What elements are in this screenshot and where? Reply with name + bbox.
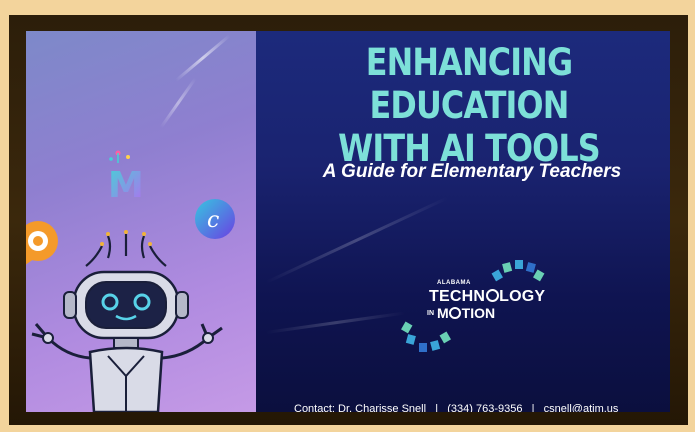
- logo-swoosh-top-icon: [491, 260, 545, 282]
- slide-title: ENHANCING EDUCATION WITH AI TOOLS: [301, 41, 636, 170]
- robot-illustration: [31, 230, 223, 412]
- orange-chat-icon: [26, 221, 58, 265]
- logo-technology-text: TECHN LOGY: [429, 288, 545, 306]
- logo-motion-part1: M: [437, 305, 449, 321]
- logo-motion-text: M TION: [437, 305, 495, 321]
- logo-o-icon: [449, 307, 462, 319]
- slide-title-line2: WITH AI TOOLS: [338, 127, 601, 170]
- technology-in-motion-logo: ALABAMA TECHN LOGY IN M TION: [399, 257, 559, 367]
- svg-text:M: M: [108, 165, 144, 203]
- logo-tech-part1: TECHN: [429, 288, 486, 305]
- logo-motion-part2: TION: [461, 305, 496, 321]
- presentation-slide: M c: [26, 31, 670, 412]
- c-app-icon: c: [195, 199, 235, 239]
- logo-swoosh-bottom-icon: [401, 321, 451, 352]
- logo-state-text: ALABAMA: [437, 280, 471, 286]
- contact-info: Contact: Dr. Charisse Snell | (334) 763-…: [294, 403, 619, 412]
- m-app-icon: M: [108, 150, 144, 203]
- svg-text:c: c: [207, 208, 219, 233]
- logo-in-text: IN: [427, 310, 434, 317]
- light-streak: [265, 311, 405, 334]
- slide-subtitle: A Guide for Elementary Teachers: [322, 161, 622, 182]
- slide-title-line1: ENHANCING EDUCATION: [365, 41, 573, 127]
- logo-o-icon: [485, 289, 499, 302]
- logo-tech-part2: LOGY: [499, 288, 546, 305]
